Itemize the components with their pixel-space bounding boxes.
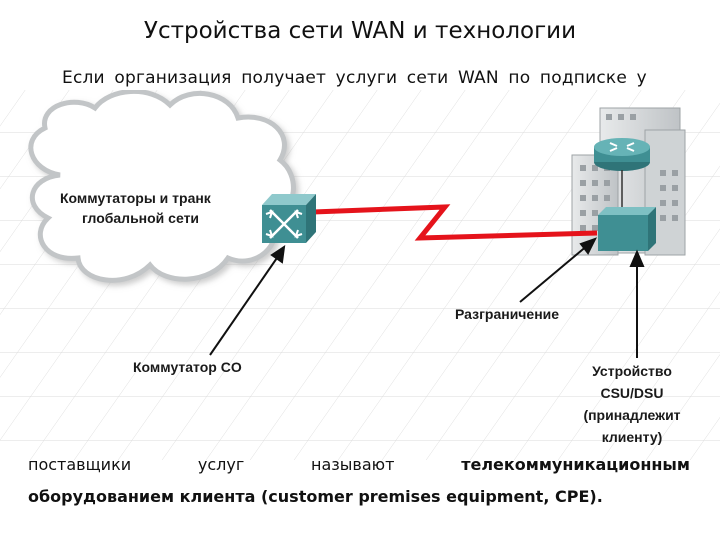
csu-label-line2: CSU/DSU bbox=[600, 385, 664, 401]
body-word-bold: телекоммуникационным bbox=[461, 455, 690, 474]
cloud-label: Коммутаторы и транк глобальной сети bbox=[60, 188, 250, 228]
co-switch-label: Коммутатор CO bbox=[133, 359, 242, 375]
body-word: поставщики bbox=[28, 455, 132, 474]
wan-cloud bbox=[28, 90, 296, 283]
co-switch-pointer bbox=[209, 254, 280, 356]
csu-dsu-icon bbox=[598, 207, 656, 251]
cloud-label-line1: Коммутаторы и транк bbox=[60, 190, 211, 206]
cloud-label-line2: глобальной сети bbox=[82, 210, 200, 226]
demarcation-pointer bbox=[519, 244, 589, 303]
intro-text: Если организация получает услуги сети WA… bbox=[62, 68, 647, 88]
csu-label-line3: (принадлежит bbox=[583, 407, 681, 423]
co-switch-icon bbox=[262, 194, 316, 243]
slide-title: Устройства сети WAN и технологии bbox=[143, 18, 577, 44]
csu-dsu-label: Устройство CSU/DSU (принадлежит клиенту) bbox=[572, 360, 692, 448]
body-text-line2: оборудованием клиента (customer premises… bbox=[28, 487, 603, 506]
body-word: называют bbox=[311, 455, 395, 474]
wan-link-bolt bbox=[312, 204, 598, 241]
router-icon bbox=[594, 138, 650, 171]
csu-label-line4: клиенту) bbox=[601, 429, 663, 445]
body-text-line1: поставщики услуг называют телекоммуникац… bbox=[28, 455, 690, 474]
demarcation-label: Разграничение bbox=[455, 306, 560, 322]
body-word: услуг bbox=[197, 455, 245, 474]
wan-diagram bbox=[0, 90, 720, 460]
csu-label-line1: Устройство bbox=[592, 363, 672, 379]
